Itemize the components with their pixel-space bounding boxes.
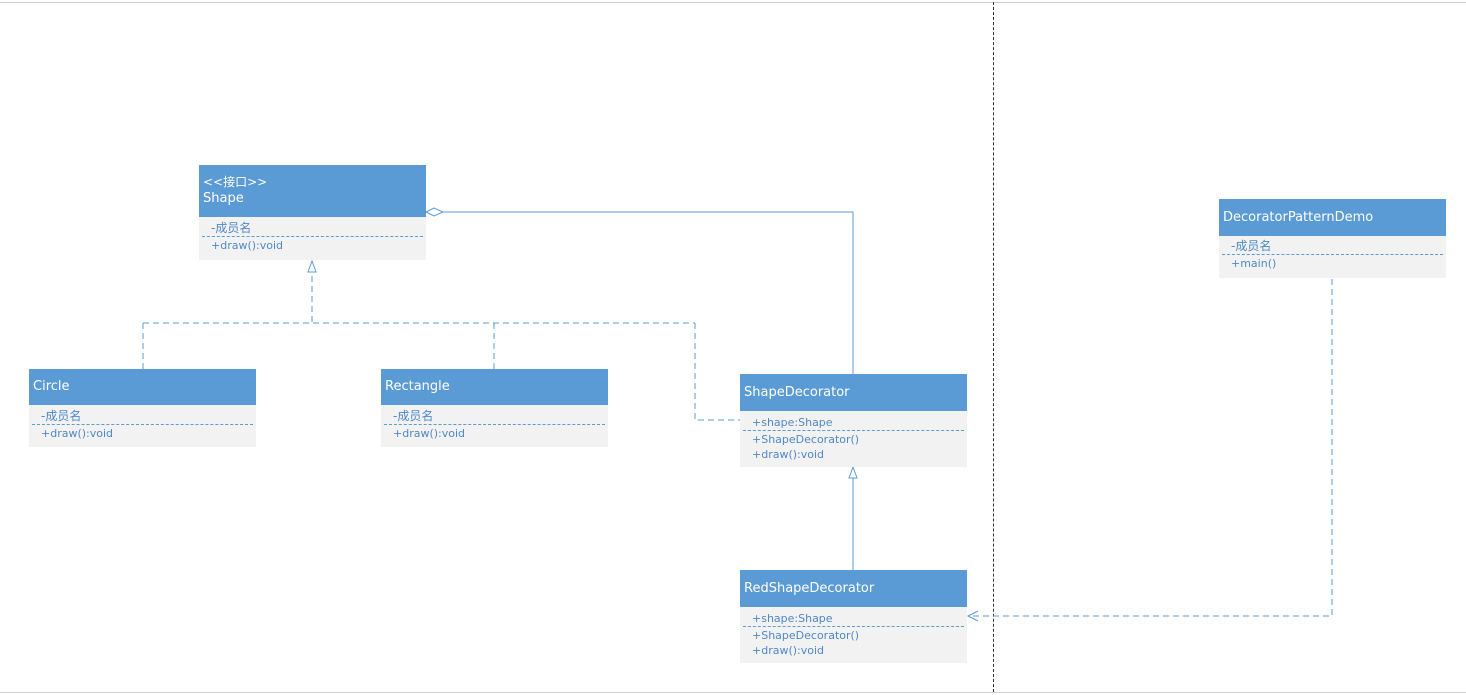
attributes-section: -成员名 <box>384 405 605 425</box>
dependency-connector <box>969 279 1333 617</box>
realization-arrowhead <box>307 259 317 273</box>
realization-decorator-branch <box>694 323 740 421</box>
operation: +draw():void <box>752 448 825 461</box>
class-name: ShapeDecorator <box>744 384 850 400</box>
operations-section: +draw():void <box>381 425 608 441</box>
operations-section: +draw():void <box>29 425 256 441</box>
attribute: +shape:Shape <box>752 612 833 625</box>
class-rectangle[interactable]: Rectangle -成员名 +draw():void <box>381 369 608 447</box>
dependency-arrowhead <box>966 610 979 622</box>
operations-section: +ShapeDecorator() +draw():void <box>740 431 967 462</box>
operations-section: +main() <box>1219 255 1446 271</box>
class-name: Circle <box>33 379 70 394</box>
operation: +draw():void <box>41 427 114 440</box>
class-header: DecoratorPatternDemo <box>1219 199 1446 236</box>
attribute: -成员名 <box>1231 239 1272 253</box>
operation: +draw():void <box>752 644 825 657</box>
class-shape[interactable]: <<接口>> Shape -成员名 +draw():void <box>199 165 426 260</box>
class-shape-decorator[interactable]: ShapeDecorator +shape:Shape +ShapeDecora… <box>740 374 967 467</box>
generalization-arrowhead <box>848 465 858 479</box>
operations-section: +draw():void <box>199 237 426 253</box>
operation: +ShapeDecorator() <box>752 433 860 446</box>
class-name: Rectangle <box>385 379 450 394</box>
attributes-section: -成员名 <box>32 405 253 425</box>
class-header: Rectangle <box>381 369 608 405</box>
operation: +main() <box>1231 257 1277 270</box>
class-name: RedShapeDecorator <box>744 580 875 596</box>
attributes-section: +shape:Shape <box>743 411 964 431</box>
class-name: Shape <box>203 191 244 206</box>
canvas-bottom-border <box>0 692 1466 693</box>
operation: +ShapeDecorator() <box>752 629 860 642</box>
aggregation-connector <box>443 211 854 374</box>
class-header: Circle <box>29 369 256 405</box>
stereotype-label: <<接口>> <box>203 175 268 189</box>
operation: +draw():void <box>393 427 466 440</box>
attribute: -成员名 <box>393 409 434 423</box>
swimlane-divider <box>993 2 994 692</box>
aggregation-diamond <box>424 207 445 217</box>
attribute: -成员名 <box>41 409 82 423</box>
class-header: RedShapeDecorator <box>740 570 967 607</box>
class-red-shape-decorator[interactable]: RedShapeDecorator +shape:Shape +ShapeDec… <box>740 570 967 663</box>
canvas-top-border <box>0 2 1466 3</box>
class-header: ShapeDecorator <box>740 374 967 411</box>
operations-section: +ShapeDecorator() +draw():void <box>740 627 967 658</box>
attribute: +shape:Shape <box>752 416 833 429</box>
operation: +draw():void <box>211 239 284 252</box>
class-name: DecoratorPatternDemo <box>1223 209 1374 225</box>
class-decorator-pattern-demo[interactable]: DecoratorPatternDemo -成员名 +main() <box>1219 199 1446 278</box>
attributes-section: -成员名 <box>202 217 423 237</box>
attributes-section: +shape:Shape <box>743 607 964 627</box>
attribute: -成员名 <box>211 221 252 235</box>
class-header: <<接口>> Shape <box>199 165 426 217</box>
realization-connector <box>142 271 740 421</box>
attributes-section: -成员名 <box>1222 236 1443 255</box>
class-circle[interactable]: Circle -成员名 +draw():void <box>29 369 256 447</box>
